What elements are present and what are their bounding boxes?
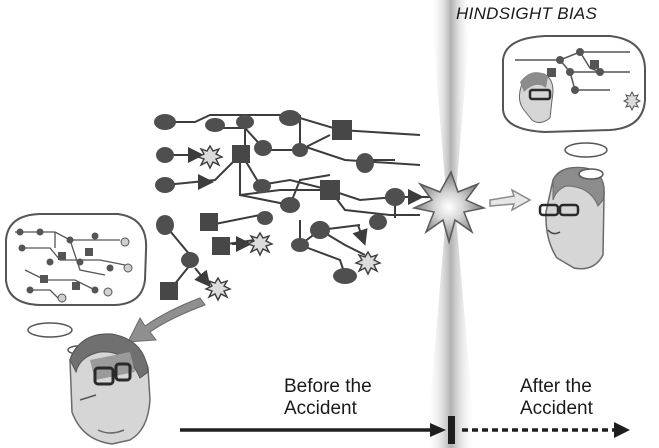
- thought-bubble-icon: [5, 213, 148, 355]
- before-label-line2: Accident: [284, 398, 357, 419]
- explosion-icon: [196, 144, 382, 302]
- worried-person-icon: [69, 333, 151, 445]
- before-accident-label: Before the Accident: [284, 376, 372, 420]
- network-arrows: [182, 147, 424, 288]
- network-nodes: [154, 110, 405, 284]
- light-beam: [426, 0, 476, 448]
- reflective-person-icon: [538, 166, 605, 270]
- thought-bubble-icon: [502, 35, 646, 180]
- after-accident-label: After the Accident: [520, 376, 593, 420]
- diagram-title: HINDSIGHT BIAS: [456, 4, 598, 23]
- explosion-icon: [411, 170, 487, 245]
- timeline: [180, 416, 630, 444]
- before-label-line1: Before the: [284, 376, 372, 397]
- after-label-line1: After the: [520, 376, 592, 397]
- hollow-arrow: [489, 188, 532, 212]
- accident-marker: [448, 416, 455, 444]
- curved-arrow: [127, 297, 206, 343]
- after-label-line2: Accident: [520, 398, 593, 419]
